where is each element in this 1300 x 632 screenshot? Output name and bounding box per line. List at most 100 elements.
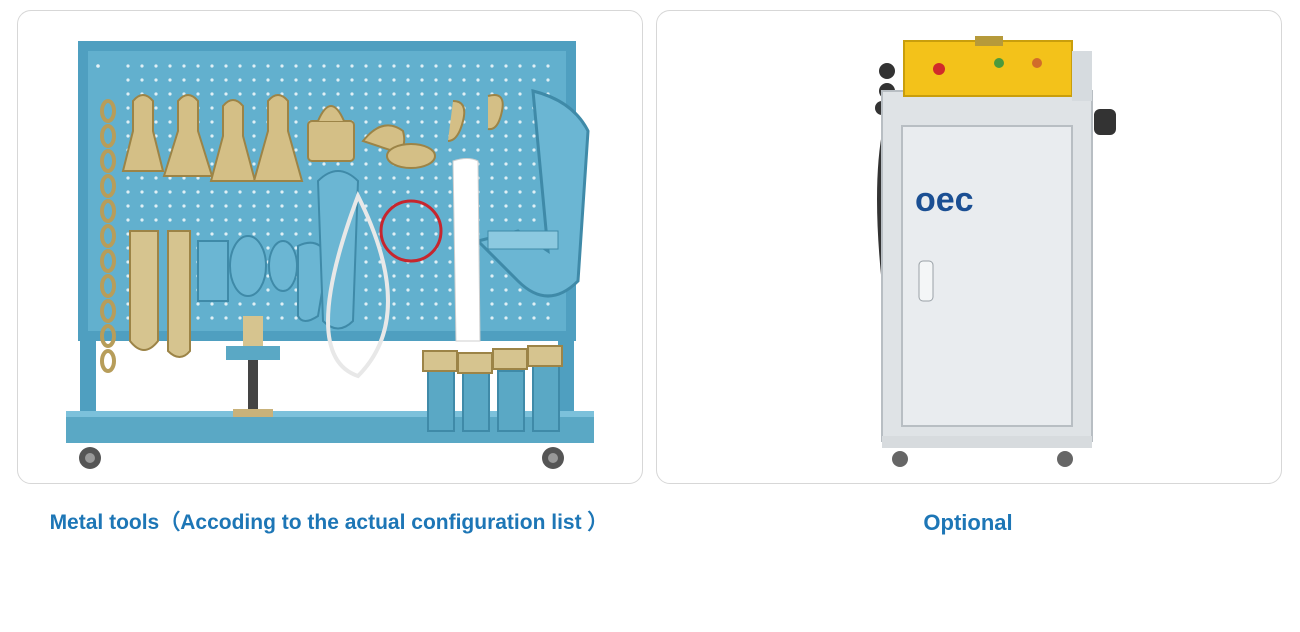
pegboard-hole: [140, 176, 144, 180]
pegboard-hole: [252, 120, 256, 124]
pegboard-hole: [252, 204, 256, 208]
pegboard-hole: [406, 246, 410, 250]
pegboard-hole: [126, 218, 130, 222]
pegboard-hole: [182, 190, 186, 194]
pegboard-hole: [532, 176, 536, 180]
pegboard-hole: [476, 148, 480, 152]
pegboard-hole: [182, 78, 186, 82]
pegboard-hole: [364, 260, 368, 264]
pegboard-hole: [154, 78, 158, 82]
pegboard-hole: [392, 120, 396, 124]
pegboard-hole: [280, 302, 284, 306]
pegboard-hole: [434, 260, 438, 264]
pegboard-hole: [238, 232, 242, 236]
pegboard-hole: [504, 148, 508, 152]
pegboard-hole: [420, 78, 424, 82]
pegboard-hole: [168, 106, 172, 110]
pegboard-hole: [126, 288, 130, 292]
pegboard-hole: [434, 204, 438, 208]
pegboard-hole: [294, 64, 298, 68]
pegboard-hole: [294, 316, 298, 320]
pegboard-hole: [336, 162, 340, 166]
pegboard-hole: [406, 78, 410, 82]
pegboard-hole: [210, 106, 214, 110]
product-card-optional-cabinet[interactable]: oec: [656, 10, 1282, 484]
pegboard-hole: [420, 120, 424, 124]
pegboard-hole: [154, 106, 158, 110]
pegboard-hole: [266, 274, 270, 278]
pegboard-hole: [154, 190, 158, 194]
pegboard-hole: [294, 218, 298, 222]
pegboard-hole: [420, 274, 424, 278]
pegboard-hole: [434, 274, 438, 278]
pegboard-hole: [448, 316, 452, 320]
pegboard-hole: [434, 288, 438, 292]
pegboard-hole: [504, 302, 508, 306]
pegboard-hole: [252, 78, 256, 82]
pegboard-hole: [392, 260, 396, 264]
pegboard-hole: [518, 162, 522, 166]
pegboard-hole: [182, 64, 186, 68]
pegboard-hole: [448, 78, 452, 82]
pegboard-hole: [210, 204, 214, 208]
pegboard-hole: [224, 302, 228, 306]
pegboard-hole: [364, 190, 368, 194]
pegboard-hole: [294, 190, 298, 194]
pegboard-hole: [434, 134, 438, 138]
pegboard-hole: [266, 232, 270, 236]
pegboard-hole: [476, 64, 480, 68]
pegboard-hole: [518, 316, 522, 320]
pegboard-hole: [532, 78, 536, 82]
pegboard-hole: [350, 162, 354, 166]
pegboard-hole: [504, 316, 508, 320]
pegboard-hole: [168, 176, 172, 180]
pegboard-hole: [406, 190, 410, 194]
pegboard-hole: [462, 78, 466, 82]
pegboard-hole: [434, 190, 438, 194]
pegboard-hole: [532, 190, 536, 194]
pegboard-hole: [252, 190, 256, 194]
pegboard-hole: [266, 288, 270, 292]
pegboard-hole: [322, 64, 326, 68]
pegboard-hole: [490, 64, 494, 68]
pegboard-hole: [490, 288, 494, 292]
pegboard-hole: [210, 92, 214, 96]
pegboard-hole: [238, 190, 242, 194]
pegboard-hole: [196, 302, 200, 306]
pegboard-hole: [378, 162, 382, 166]
pegboard-hole: [364, 288, 368, 292]
pegboard-hole: [364, 246, 368, 250]
pegboard-hole: [364, 78, 368, 82]
pegboard-hole: [420, 64, 424, 68]
pegboard-hole: [518, 204, 522, 208]
pegboard-hole: [196, 92, 200, 96]
pegboard-hole: [406, 316, 410, 320]
pegboard-hole: [448, 204, 452, 208]
pegboard-hole: [392, 106, 396, 110]
pegboard-hole: [378, 92, 382, 96]
pegboard-hole: [266, 92, 270, 96]
pegboard-hole: [280, 64, 284, 68]
pegboard-hole: [406, 106, 410, 110]
brand-logo-text: oec: [915, 181, 974, 219]
pegboard-hole: [224, 190, 228, 194]
pegboard-hole: [350, 92, 354, 96]
pegboard-hole: [378, 302, 382, 306]
pegboard-hole: [434, 78, 438, 82]
pegboard-hole: [126, 190, 130, 194]
pegboard-hole: [182, 218, 186, 222]
pegboard-hole: [490, 134, 494, 138]
pegboard-hole: [294, 246, 298, 250]
pegboard-hole: [224, 204, 228, 208]
pegboard-hole: [224, 232, 228, 236]
pegboard-hole: [448, 260, 452, 264]
pegboard-hole: [252, 232, 256, 236]
pegboard-hole: [168, 134, 172, 138]
pegboard-hole: [420, 316, 424, 320]
pegboard-hole: [420, 302, 424, 306]
pegboard-hole: [252, 302, 256, 306]
product-card-metal-tools[interactable]: [17, 10, 643, 484]
pegboard-hole: [322, 162, 326, 166]
pegboard-hole: [490, 302, 494, 306]
pegboard-hole: [546, 316, 550, 320]
